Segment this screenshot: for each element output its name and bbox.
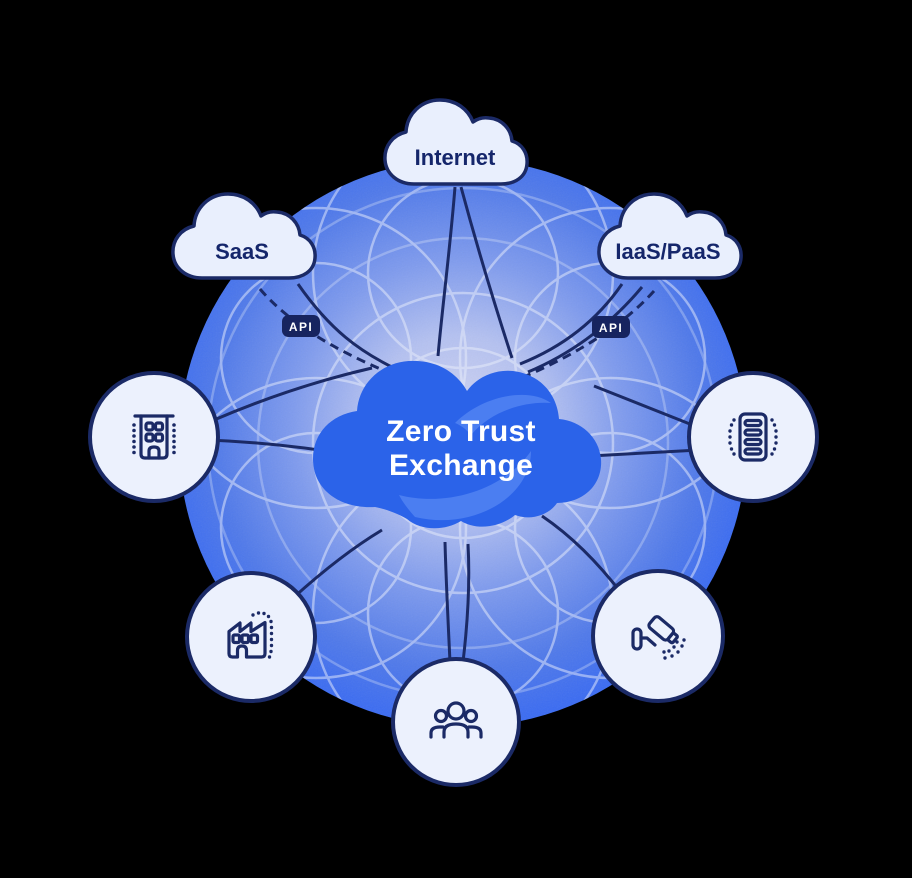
line-people-a: [443, 541, 452, 663]
api-badge-label: API: [599, 321, 623, 335]
api-badge-iaas: API: [592, 316, 630, 338]
center-cloud-overlays: Zero Trust Exchange: [313, 360, 602, 529]
line-iaas-a: [527, 286, 644, 374]
node-circle: [687, 371, 819, 503]
line-people-b: [461, 543, 471, 663]
cloud-iaas-paas: IaaS/PaaS: [597, 192, 743, 280]
node-circle: [391, 657, 521, 787]
factory-icon: [227, 611, 274, 659]
cloud-internet: Internet: [383, 98, 529, 186]
line-internet-a: [436, 186, 457, 357]
line-building-b: [213, 366, 373, 422]
node-factory: [185, 571, 317, 703]
cloud-shape: [383, 98, 529, 186]
node-user-group: [391, 657, 521, 787]
center-title-line1: Zero Trust: [386, 415, 536, 448]
line-saas: [296, 283, 399, 372]
cloud-saas: SaaS: [171, 192, 317, 280]
office-building-icon: [132, 414, 176, 460]
line-internet-b: [459, 186, 514, 359]
center-title-line2: Exchange: [389, 449, 533, 482]
node-office-building: [88, 371, 220, 503]
node-security-camera: [591, 569, 725, 703]
line-factory: [291, 528, 383, 600]
api-badge-saas: API: [282, 315, 320, 337]
server-list-icon: [728, 412, 778, 462]
connection-lines: [207, 186, 701, 663]
line-camera: [541, 514, 624, 595]
api-badge-bg: [282, 315, 320, 337]
user-group-icon: [429, 701, 483, 739]
cloud-iaas-paas-label: IaaS/PaaS: [615, 239, 720, 264]
line-servers-b: [593, 384, 701, 430]
cloud-internet-label: Internet: [415, 145, 496, 170]
api-badge-bg: [592, 316, 630, 338]
cloud-shape: [171, 192, 317, 280]
node-server-list: [687, 371, 819, 503]
zscaler-swoosh-icon: [399, 394, 551, 521]
security-camera-icon: [631, 615, 686, 660]
api-badge-label: API: [289, 320, 313, 334]
line-iaas-b: [519, 283, 624, 366]
line-servers-a: [589, 448, 700, 458]
cloud-saas-label: SaaS: [215, 239, 269, 264]
